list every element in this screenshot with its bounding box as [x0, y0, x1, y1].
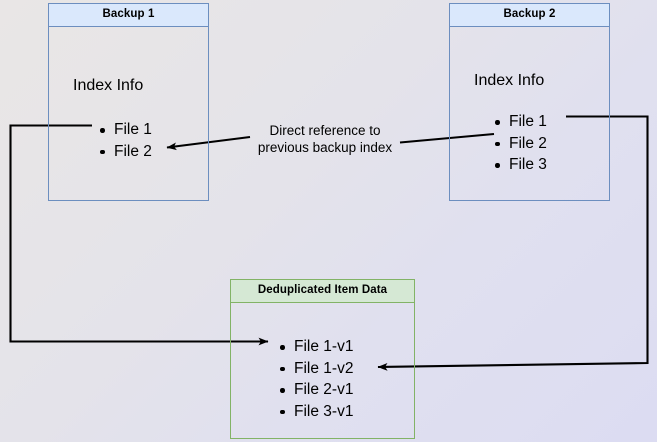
backup-1-file-list: File 1 File 2 [99, 119, 152, 162]
backup-2-file-list: File 1 File 2 File 3 [494, 111, 547, 176]
node-backup-1-header: Backup 1 [49, 4, 208, 27]
list-item: File 2 [99, 141, 152, 163]
list-item: File 3 [494, 154, 547, 176]
node-backup-2[interactable]: Backup 2 Index Info File 1 File 2 File 3 [449, 3, 610, 201]
node-backup-2-body: Index Info File 1 File 2 File 3 [450, 27, 609, 200]
list-item: File 2 [494, 133, 547, 155]
list-item: File 1 [494, 111, 547, 133]
node-deduplicated-item-data-header: Deduplicated Item Data [231, 280, 414, 303]
node-backup-1-body: Index Info File 1 File 2 [49, 27, 208, 200]
backup-2-index-info-label: Index Info [474, 72, 545, 89]
list-item: File 2-v1 [279, 379, 353, 401]
node-backup-2-header: Backup 2 [450, 4, 609, 27]
node-deduplicated-item-data-body: File 1-v1 File 1-v2 File 2-v1 File 3-v1 [231, 303, 414, 438]
node-backup-1[interactable]: Backup 1 Index Info File 1 File 2 [48, 3, 209, 201]
deduplicated-file-list: File 1-v1 File 1-v2 File 2-v1 File 3-v1 [279, 336, 353, 422]
list-item: File 1 [99, 119, 152, 141]
backup-1-index-info-label: Index Info [73, 77, 144, 94]
list-item: File 3-v1 [279, 401, 353, 423]
list-item: File 1-v1 [279, 336, 353, 358]
list-item: File 1-v2 [279, 358, 353, 380]
direct-reference-label: Direct reference to previous backup inde… [257, 123, 393, 155]
node-deduplicated-item-data[interactable]: Deduplicated Item Data File 1-v1 File 1-… [230, 279, 415, 439]
